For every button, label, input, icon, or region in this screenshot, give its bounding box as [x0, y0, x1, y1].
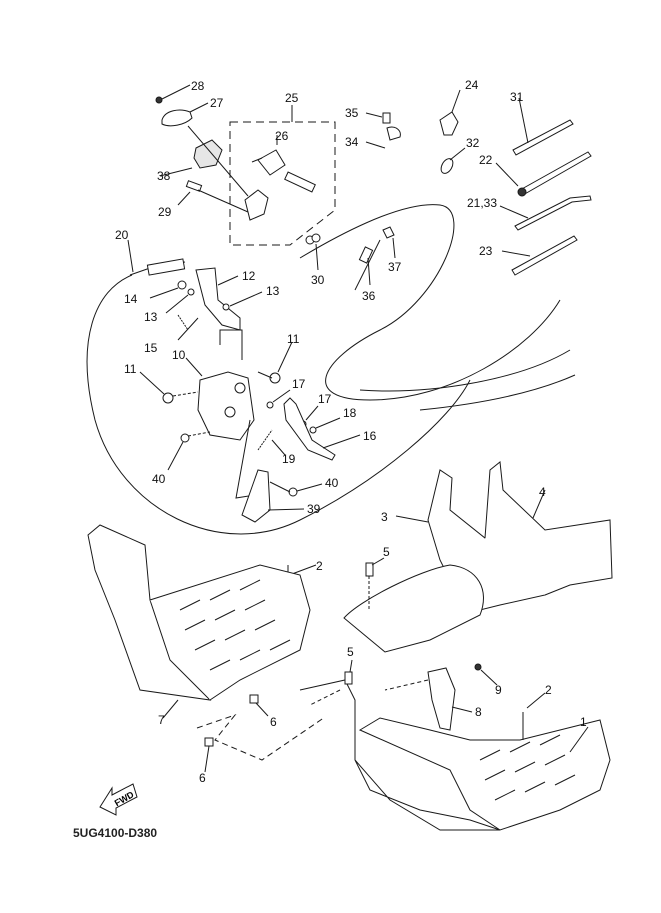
diagram-code: 5UG4100-D380	[73, 826, 158, 840]
callout-40-left[interactable]: 40	[152, 472, 166, 486]
callout-22[interactable]: 22	[479, 153, 493, 167]
cable-loop	[86, 274, 471, 535]
callout-23[interactable]: 23	[479, 244, 493, 258]
callout-29[interactable]: 29	[158, 205, 172, 219]
callout-40-right[interactable]: 40	[325, 476, 339, 490]
fwd-arrow-icon	[99, 783, 138, 816]
callout-27[interactable]: 27	[210, 96, 224, 110]
callout-1[interactable]: 1	[580, 715, 587, 729]
callout-32[interactable]: 32	[466, 136, 480, 150]
callout-11-right[interactable]: 11	[287, 332, 300, 346]
callout-2-lower[interactable]: 2	[545, 683, 552, 697]
callout-3[interactable]: 3	[381, 510, 388, 524]
callout-11-left[interactable]: 11	[124, 362, 137, 376]
callout-12[interactable]: 12	[242, 269, 256, 283]
callout-39[interactable]: 39	[307, 502, 321, 516]
callout-35[interactable]: 35	[345, 106, 359, 120]
callout-20[interactable]: 20	[115, 228, 129, 242]
callout-8[interactable]: 8	[475, 705, 482, 719]
callout-18[interactable]: 18	[343, 406, 357, 420]
callout-13-left[interactable]: 13	[144, 310, 158, 324]
callout-31[interactable]: 31	[510, 90, 524, 104]
callout-5-lower[interactable]: 5	[347, 645, 354, 659]
callout-30[interactable]: 30	[311, 273, 325, 287]
cable-loop-right	[299, 204, 561, 401]
callout-7[interactable]: 7	[158, 713, 165, 727]
callout-6-lower[interactable]: 6	[199, 771, 206, 785]
callout-34[interactable]: 34	[345, 135, 359, 149]
callout-9[interactable]: 9	[495, 683, 502, 697]
callout-13-right[interactable]: 13	[266, 284, 280, 298]
callout-17-a[interactable]: 17	[292, 377, 306, 391]
callout-16[interactable]: 16	[363, 429, 377, 443]
callout-2-upper[interactable]: 2	[316, 559, 323, 573]
callout-38[interactable]: 38	[157, 169, 171, 183]
callout-37[interactable]: 37	[388, 260, 402, 274]
callout-19[interactable]: 19	[282, 452, 296, 466]
assembly-box	[229, 121, 336, 246]
callout-15[interactable]: 15	[144, 341, 158, 355]
callout-25[interactable]: 25	[285, 91, 299, 105]
callout-21-33[interactable]: 21,33	[467, 196, 498, 210]
callout-4[interactable]: 4	[539, 485, 546, 499]
cable-lower	[359, 349, 571, 392]
callout-24[interactable]: 24	[465, 78, 479, 92]
callout-36[interactable]: 36	[362, 289, 376, 303]
callout-17-b[interactable]: 17	[318, 392, 332, 406]
callout-10[interactable]: 10	[172, 348, 186, 362]
cable-lower2	[419, 374, 576, 411]
callout-5-upper[interactable]: 5	[383, 545, 390, 559]
callout-28[interactable]: 28	[191, 79, 205, 93]
callout-6-upper[interactable]: 6	[270, 715, 277, 729]
callout-26[interactable]: 26	[275, 129, 289, 143]
callout-14[interactable]: 14	[124, 292, 138, 306]
